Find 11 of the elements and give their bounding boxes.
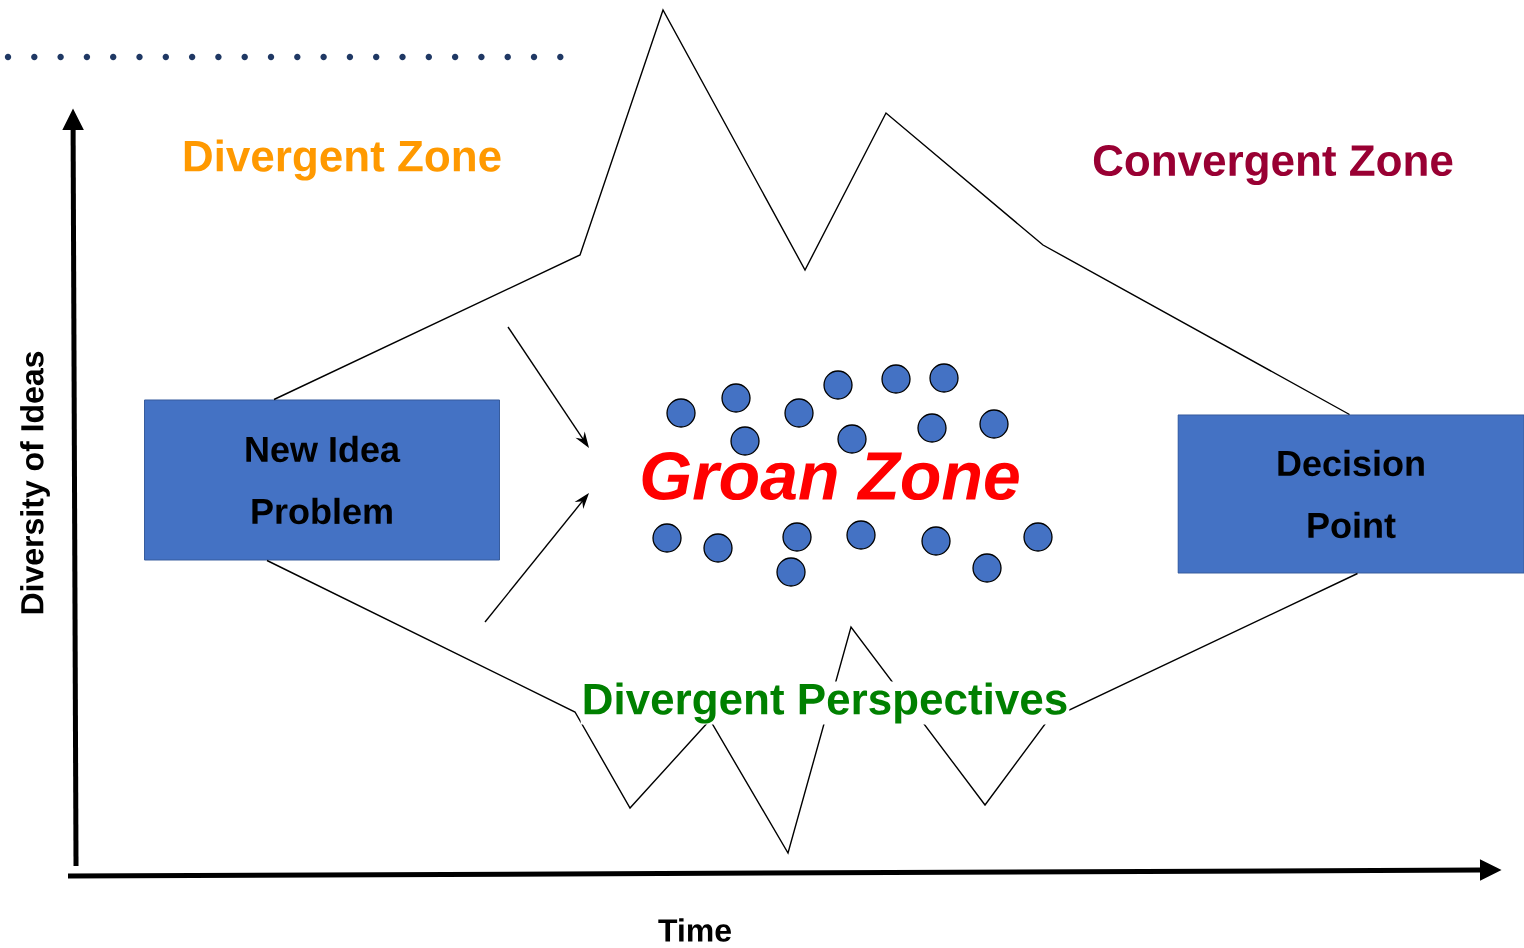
zone-label: Convergent Zone	[1093, 145, 1453, 185]
perspectives-label: Divergent Perspectives	[580, 681, 1070, 725]
process-box: New Idea Problem	[144, 399, 500, 561]
zigzag-line	[266, 559, 1359, 855]
arrow	[484, 493, 589, 623]
zone-label: Divergent Zone	[184, 139, 501, 181]
process-box: Decision Point	[1177, 414, 1524, 574]
zigzag-line	[273, 8, 1351, 416]
zone-title: Groan Zone	[642, 451, 1019, 501]
axis-label: Diversity of Ideas	[20, 351, 50, 614]
axis-label: Time	[658, 918, 731, 942]
